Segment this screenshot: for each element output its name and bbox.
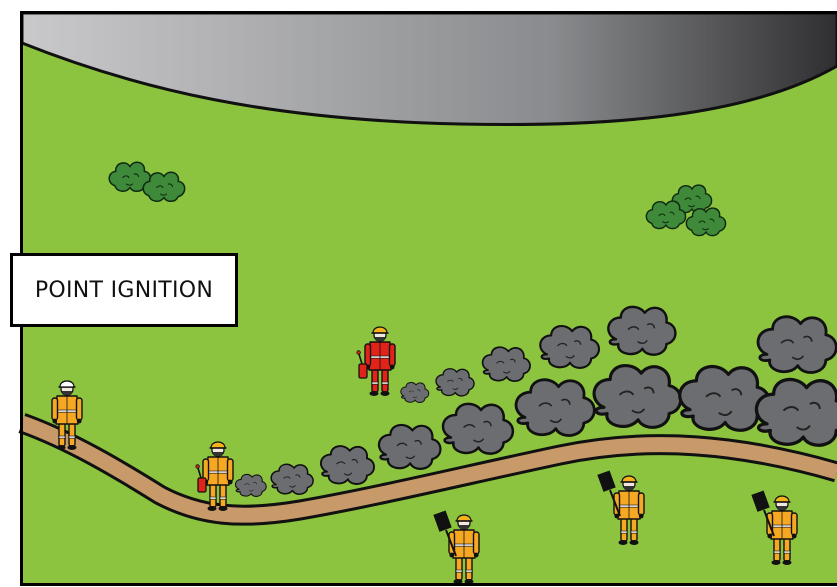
label-text: POINT IGNITION [35,278,213,303]
point-ignition-label: POINT IGNITION [10,253,238,327]
